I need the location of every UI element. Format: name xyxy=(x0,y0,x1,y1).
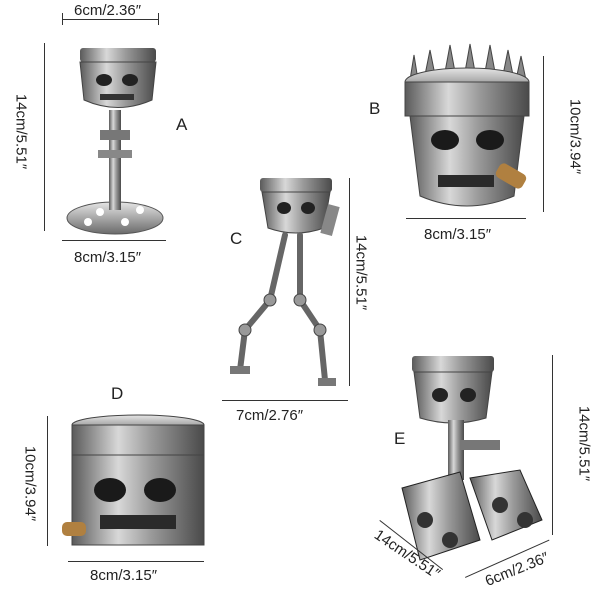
d-width-label: 8cm/3.15″ xyxy=(90,567,158,584)
b-height-label: 10cm/3.94″ xyxy=(566,98,584,175)
product-e-image xyxy=(401,356,543,561)
b-letter: B xyxy=(369,99,381,118)
product-c-image xyxy=(230,178,340,386)
dim-line xyxy=(222,400,348,401)
d-letter: D xyxy=(111,384,124,403)
dim-line xyxy=(62,19,158,20)
a-height-label: 14cm/5.51″ xyxy=(12,93,30,170)
dim-line xyxy=(349,178,350,386)
a-base-label: 8cm/3.15″ xyxy=(74,249,142,266)
c-height-label: 14cm/5.51″ xyxy=(352,234,370,311)
dim-line xyxy=(47,416,48,546)
c-width-label: 7cm/2.76″ xyxy=(236,407,304,424)
dim-line xyxy=(406,218,526,219)
dim-tick xyxy=(158,13,159,25)
product-d-image xyxy=(62,414,205,546)
c-letter: C xyxy=(230,229,243,248)
a-letter: A xyxy=(176,115,188,134)
e-letter: E xyxy=(394,429,406,448)
product-b-image xyxy=(404,43,530,207)
dim-line xyxy=(62,240,166,241)
dim-line xyxy=(543,56,544,212)
dim-line xyxy=(44,43,45,231)
e-height-label: 14cm/5.51″ xyxy=(575,405,593,482)
dim-line xyxy=(68,561,204,562)
a-width-label: 6cm/2.36″ xyxy=(74,2,142,19)
d-height-label: 10cm/3.94″ xyxy=(21,445,39,522)
b-width-label: 8cm/3.15″ xyxy=(424,226,492,243)
product-a-image xyxy=(66,48,164,235)
dim-line xyxy=(552,355,553,535)
